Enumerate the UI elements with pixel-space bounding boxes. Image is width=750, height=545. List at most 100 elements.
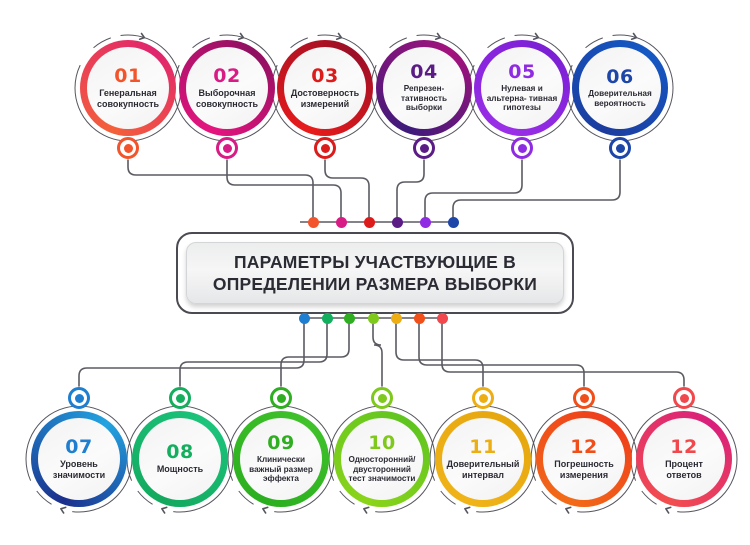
curved-arrow-icon	[335, 32, 343, 41]
connector-path	[441, 317, 685, 387]
curved-arrow-icon	[237, 32, 245, 41]
center-title-line1: ПАРАМЕТРЫ УЧАСТВУЮЩИЕ В	[234, 252, 516, 272]
curved-arrow-icon	[138, 32, 146, 41]
node-label: Клинически важный размер эффекта	[249, 455, 313, 484]
connector-path	[452, 159, 621, 223]
curved-arrow-icon	[665, 506, 672, 514]
node-label: Погрешность измерения	[554, 459, 614, 480]
connector-path	[226, 159, 342, 223]
curved-arrow-icon	[60, 506, 67, 514]
target-dot-center	[615, 143, 625, 153]
target-dot-center	[419, 143, 429, 153]
curved-arrow-icon	[532, 32, 540, 41]
node-label: Процент ответов	[665, 459, 703, 480]
node-number: 11	[469, 436, 497, 458]
connector-dot-icon	[298, 312, 310, 324]
node-label: Достоверность измерений	[290, 88, 360, 109]
curved-arrow-icon	[464, 506, 471, 514]
connector-dot-icon	[321, 312, 333, 324]
target-dot-icon	[609, 137, 631, 159]
node-number: 09	[267, 432, 295, 455]
connector-path	[418, 317, 585, 387]
target-dot-icon	[511, 137, 533, 159]
target-dot-center	[579, 393, 589, 403]
connector-path	[127, 159, 314, 223]
curved-arrow-icon	[363, 506, 370, 514]
connector-dot-icon	[335, 216, 347, 228]
connector-path	[280, 317, 350, 387]
connector-dot-icon	[447, 216, 459, 228]
bottom-connector-lines	[78, 317, 685, 387]
curved-arrow-icon	[565, 506, 572, 514]
curved-arrow-icon	[161, 506, 168, 514]
connector-dot-icon	[307, 216, 319, 228]
curved-arrow-icon	[434, 32, 442, 41]
node-label: Репрезен- тативность выборки	[400, 84, 448, 113]
target-dot-icon	[216, 137, 238, 159]
node-label: Доверительный интервал	[446, 459, 520, 480]
connector-dot-icon	[436, 312, 448, 324]
node-number: 02	[213, 65, 241, 87]
target-dot-icon	[413, 137, 435, 159]
connector-dot-icon	[363, 216, 375, 228]
target-dot-center	[679, 393, 689, 403]
node-number: 07	[65, 436, 93, 458]
target-dot-icon	[573, 387, 595, 409]
node-number: 05	[508, 61, 536, 84]
connector-dot-icon	[390, 312, 402, 324]
connector-dot-icon	[343, 312, 355, 324]
target-dot-icon	[673, 387, 695, 409]
connector-path	[78, 317, 305, 387]
center-plate: ПАРАМЕТРЫ УЧАСТВУЮЩИЕ В ОПРЕДЕЛЕНИИ РАЗМ…	[186, 242, 564, 304]
node-label: Уровень значимости	[52, 459, 106, 480]
center-title: ПАРАМЕТРЫ УЧАСТВУЮЩИЕ В ОПРЕДЕЛЕНИИ РАЗМ…	[213, 251, 537, 295]
target-dot-center	[123, 143, 133, 153]
connector-dot-icon	[367, 312, 379, 324]
connector-dot-icon	[391, 216, 403, 228]
target-dot-center	[222, 143, 232, 153]
target-dot-center	[377, 393, 387, 403]
connector-path	[324, 159, 370, 223]
target-dot-center	[74, 393, 84, 403]
node-number: 04	[410, 61, 438, 84]
connector-path	[424, 159, 523, 223]
target-dot-icon	[314, 137, 336, 159]
node-number: 12	[570, 436, 598, 458]
target-dot-center	[175, 393, 185, 403]
target-dot-icon	[371, 387, 393, 409]
connector-path	[179, 317, 328, 387]
connector-path	[396, 159, 425, 223]
node-label: Генеральная совокупность	[96, 88, 160, 109]
target-dot-icon	[117, 137, 139, 159]
target-dot-icon	[169, 387, 191, 409]
node-number: 01	[114, 65, 142, 87]
center-box: ПАРАМЕТРЫ УЧАСТВУЮЩИЕ В ОПРЕДЕЛЕНИИ РАЗМ…	[176, 232, 574, 314]
top-connector-lines	[127, 159, 621, 223]
node-label: Доверительная вероятность	[588, 88, 652, 108]
connector-path	[372, 317, 383, 387]
node-number: 03	[311, 65, 339, 87]
